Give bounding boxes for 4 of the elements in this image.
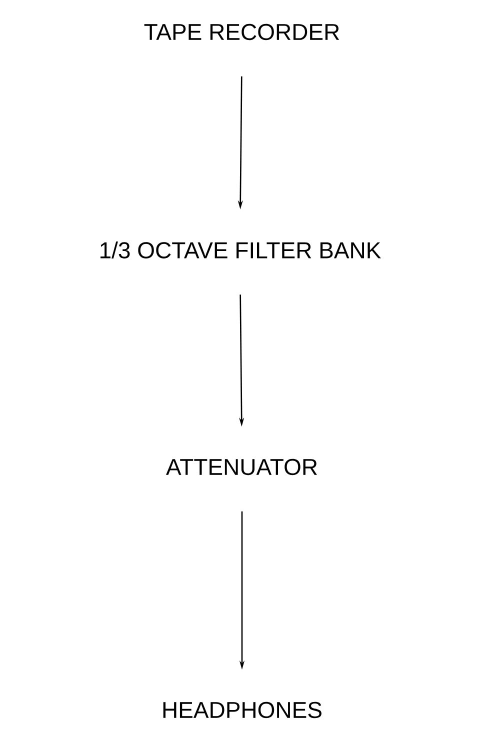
node-label: TAPE RECORDER bbox=[144, 24, 340, 40]
node-label: HEADPHONES bbox=[163, 702, 322, 718]
node-label: ATTENUATOR bbox=[166, 458, 317, 476]
node-label: 1/3 OCTAVE FILTER BANK bbox=[100, 242, 381, 258]
